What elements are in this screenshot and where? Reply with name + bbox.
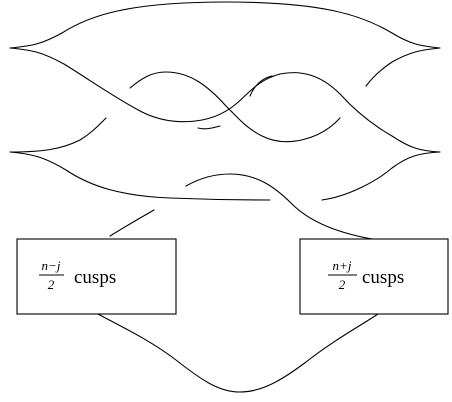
right-box-label: cusps bbox=[362, 267, 404, 288]
top-arc-lower-right bbox=[365, 47, 441, 87]
right-box-numerator: n+j bbox=[333, 258, 352, 273]
braid-strand-c-mid bbox=[197, 125, 221, 130]
lower-cross-arc bbox=[185, 173, 379, 241]
braid-strand-a bbox=[141, 72, 441, 153]
braid-strand-d bbox=[249, 75, 273, 97]
left-box-frame bbox=[16, 238, 177, 315]
left-box-numerator: n−j bbox=[42, 258, 61, 273]
left-box-label: cusps bbox=[74, 267, 116, 288]
middle-band-upper-right bbox=[321, 151, 441, 201]
right-box-denominator: 2 bbox=[339, 277, 346, 292]
lower-cross-left bbox=[109, 209, 155, 237]
right-box-frame bbox=[299, 238, 449, 315]
top-arc-upper bbox=[9, 1, 441, 49]
left-cusps-box: n−j 2 cusps bbox=[16, 238, 177, 315]
middle-band-upper-left bbox=[9, 151, 271, 201]
braid-strand-b bbox=[129, 71, 341, 143]
right-cusps-box: n+j 2 cusps bbox=[299, 238, 449, 315]
braid-strand-c-left bbox=[9, 117, 107, 153]
left-box-denominator: 2 bbox=[48, 277, 55, 292]
top-arc-lower bbox=[9, 47, 143, 113]
bottom-arc bbox=[97, 313, 379, 393]
